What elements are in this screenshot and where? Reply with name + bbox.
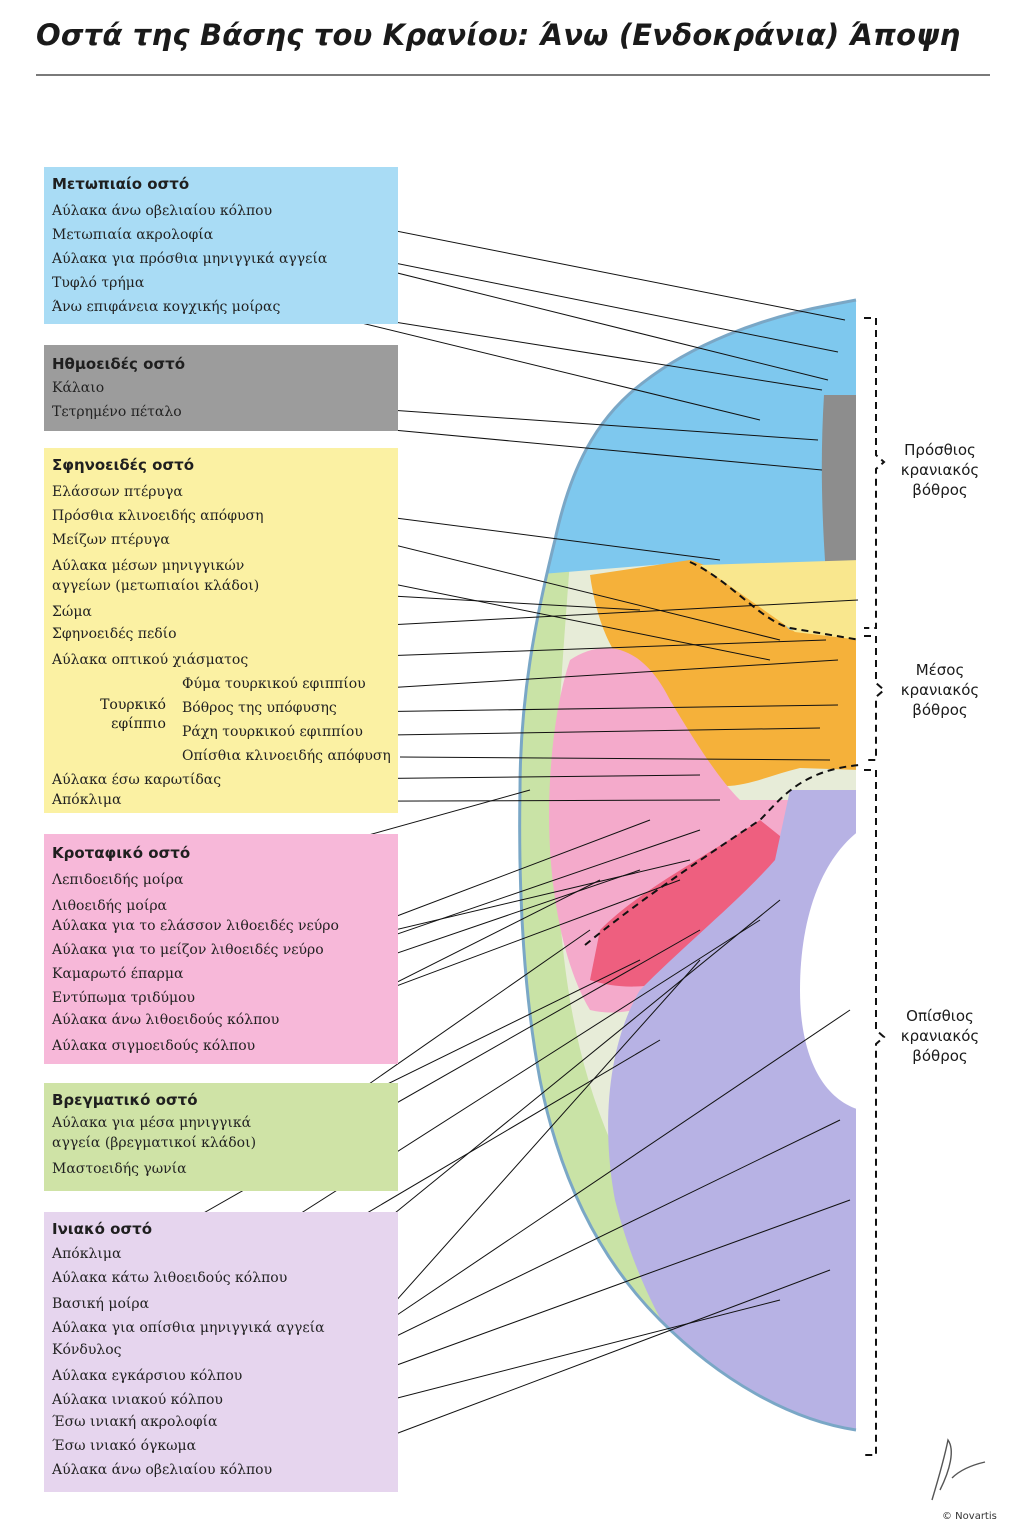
sphenoid-label: Ελάσσων πτέρυγα	[52, 484, 183, 500]
frontal-heading: Μετωπιαίο οστό	[52, 175, 190, 193]
parietal-heading: Βρεγματικό οστό	[52, 1091, 198, 1109]
frontal-label: Τυφλό τρήμα	[52, 275, 145, 291]
sphenoid-region	[590, 560, 856, 786]
ethmoid-label: Τετρημένο πέταλο	[52, 404, 182, 420]
occipital-label: Απόκλιμα	[52, 1246, 122, 1262]
sella-item: Φύμα τουρκικού εφιππίου	[182, 676, 366, 692]
posterior-fossa-line: βόθρος	[912, 1047, 968, 1065]
occipital-label: Αύλακα άνω οβελιαίου κόλπου	[52, 1462, 273, 1478]
occipital-region	[608, 790, 856, 1430]
anterior-fossa-line: κρανιακός	[900, 461, 980, 479]
temporal-label: Εντύπωμα τριδύμου	[52, 990, 196, 1006]
foramen-magnum	[800, 830, 860, 1110]
occipital-label: Βασική μοίρα	[52, 1296, 150, 1312]
anterior-fossa-label: Πρόσθιος κρανιακός βόθρος	[892, 440, 988, 500]
parietal-region	[519, 560, 856, 1430]
sphenoid-label: Απόκλιμα	[52, 792, 122, 808]
sella-item: Βόθρος της υπόφυσης	[182, 700, 337, 716]
ethmoid-region	[821, 395, 856, 575]
sella-label-line1: Τουρκικό	[100, 697, 166, 713]
frontal-box: Μετωπιαίο οστό Αύλακα άνω οβελιαίου κόλπ…	[44, 167, 398, 324]
posterior-fossa-line: Οπίσθιος	[906, 1007, 974, 1025]
sphenoid-label: Πρόσθια κλινοειδής απόφυση	[52, 508, 264, 524]
sphenoid-label: αγγείων (μετωπιαίοι κλάδοι)	[52, 578, 260, 594]
occipital-label: Έσω ινιακή ακρολοφία	[52, 1414, 218, 1430]
sphenoid-label: Αύλακα μέσων μηνιγγικών	[52, 558, 245, 574]
parietal-label: Αύλακα για μέσα μηνιγγικά	[52, 1115, 252, 1131]
parietal-box: Βρεγματικό οστό Αύλακα για μέσα μηνιγγικ…	[44, 1083, 398, 1191]
temporal-label: Λιθοειδής μοίρα	[52, 898, 168, 914]
middle-fossa-label: Μέσος κρανιακός βόθρος	[892, 660, 988, 720]
temporal-heading: Κροταφικό οστό	[52, 844, 191, 862]
temporal-label: Λεπιδοειδής μοίρα	[52, 872, 184, 888]
leader-line	[399, 756, 831, 761]
posterior-fossa-label: Οπίσθιος κρανιακός βόθρος	[892, 1006, 988, 1066]
parietal-label: Μαστοειδής γωνία	[52, 1161, 187, 1177]
page-title: Οστά της Βάσης του Κρανίου: Άνω (Ενδοκρά…	[36, 18, 961, 52]
anterior-middle-boundary	[689, 561, 861, 641]
temporal-label: Αύλακα για το ελάσσον λιθοειδές νεύρο	[52, 918, 339, 934]
leader-line	[129, 929, 701, 1256]
leader-line	[344, 829, 701, 953]
middle-fossa-line: βόθρος	[912, 701, 968, 719]
middle-posterior-boundary	[584, 764, 861, 946]
sphenoid-heading: Σφηνοειδές οστό	[52, 456, 195, 474]
temporal-box: Κροταφικό οστό Λεπιδοειδής μοίρα Λιθοειδ…	[44, 834, 398, 1064]
sella-label-line2: εφίππιο	[111, 716, 166, 732]
leader-line	[389, 727, 821, 736]
leader-line	[299, 307, 761, 421]
temporal-label: Καμαρωτό έπαρμα	[52, 966, 184, 982]
occipital-label: Αύλακα ινιακού κόλπου	[52, 1392, 223, 1408]
temporal-label: Αύλακα άνω λιθοειδούς κόλπου	[52, 1012, 280, 1028]
ethmoid-label: Κάλαιο	[52, 380, 105, 396]
petrous-region	[590, 820, 785, 987]
sella-turcica-label: Τουρκικό εφίππιο	[76, 696, 166, 734]
sphenoid-label: Σφηνοειδές πεδίο	[52, 626, 177, 642]
temporal-label: Αύλακα σιγμοειδούς κόλπου	[52, 1038, 256, 1054]
frontal-label: Μετωπιαία ακρολοφία	[52, 227, 214, 243]
frontal-label: Άνω επιφάνεια κογχικής μοίρας	[52, 299, 281, 315]
sphenoid-label: Αύλακα οπτικού χιάσματος	[52, 652, 249, 668]
middle-fossa-line: Μέσος	[915, 661, 965, 679]
ethmoid-box: Ηθμοειδές οστό Κάλαιο Τετρημένο πέταλο	[44, 345, 398, 431]
occipital-label: Αύλακα για οπίσθια μηνιγγικά αγγεία	[52, 1320, 325, 1336]
occipital-label: Κόνδυλος	[52, 1342, 122, 1358]
leader-line	[359, 819, 651, 931]
sella-item: Οπίσθια κλινοειδής απόφυση	[182, 748, 391, 764]
middle-fossa-line: κρανιακός	[900, 681, 980, 699]
leader-line	[369, 959, 701, 1331]
occipital-label: Έσω ινιακό όγκωμα	[52, 1438, 197, 1454]
frontal-label: Αύλακα άνω οβελιαίου κόλπου	[52, 203, 273, 219]
copyright: © Novartis	[942, 1511, 997, 1522]
skull-regions	[519, 300, 856, 1430]
sphenoid-box: Σφηνοειδές οστό Ελάσσων πτέρυγα Πρόσθια …	[44, 448, 398, 813]
posterior-fossa-line: κρανιακός	[900, 1027, 980, 1045]
parietal-label: αγγεία (βρεγματικοί κλάδοι)	[52, 1135, 257, 1151]
sphenoid-lesser-wing	[700, 560, 856, 640]
leader-line	[344, 259, 829, 381]
leader-line	[384, 659, 839, 689]
sphenoid-label: Σώμα	[52, 604, 92, 620]
leader-line	[357, 704, 839, 713]
ethmoid-heading: Ηθμοειδές οστό	[52, 355, 186, 373]
frontal-label: Αύλακα για πρόσθια μηνιγγικά αγγεία	[52, 251, 328, 267]
occipital-label: Αύλακα κάτω λιθοειδούς κόλπου	[52, 1270, 288, 1286]
anterior-fossa-line: Πρόσθιος	[904, 441, 976, 459]
sphenoid-label: Μείζων πτέρυγα	[52, 532, 170, 548]
fossa-brackets	[864, 317, 886, 1456]
sella-item: Ράχη τουρκικού εφιππίου	[182, 724, 363, 740]
anterior-fossa-line: βόθρος	[912, 481, 968, 499]
temporal-label: Αύλακα για το μείζον λιθοειδές νεύρο	[52, 942, 324, 958]
skull-outline	[518, 298, 857, 1432]
occipital-label: Αύλακα εγκάρσιου κόλπου	[52, 1368, 243, 1384]
occipital-box: Ινιακό οστό Απόκλιμα Αύλακα κάτω λιθοειδ…	[44, 1212, 398, 1492]
occipital-heading: Ινιακό οστό	[52, 1220, 152, 1238]
sphenoid-label: Αύλακα έσω καρωτίδας	[52, 772, 222, 788]
title-rule	[36, 74, 990, 76]
netter-signature	[931, 1438, 986, 1501]
